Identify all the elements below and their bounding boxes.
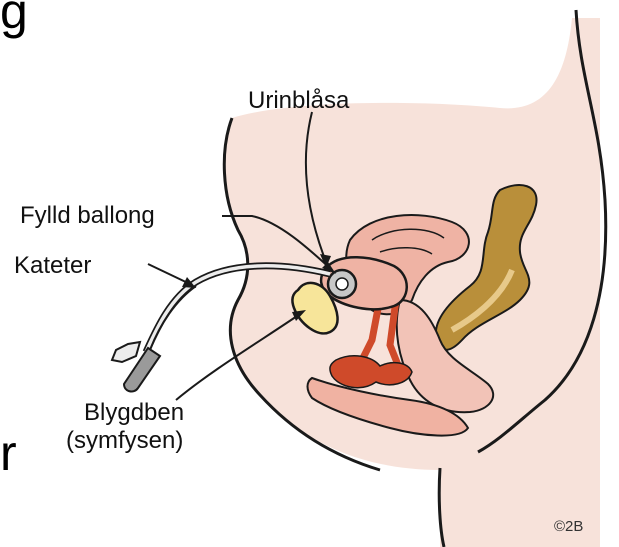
label-pubic-bone: Blygdben — [84, 400, 184, 426]
catheter-end-valve — [112, 342, 140, 362]
edge-fragment-mid: r — [0, 428, 17, 478]
label-bladder: Urinblåsa — [248, 88, 349, 114]
label-catheter: Kateter — [14, 253, 91, 279]
balloon-core — [336, 278, 348, 290]
label-pubic-bone-sub: (symfysen) — [66, 428, 183, 454]
label-filled-balloon: Fylld ballong — [20, 203, 155, 229]
leader-catheter — [148, 264, 190, 284]
catheter-branch — [150, 286, 196, 350]
copyright-mark: ©2B — [554, 518, 583, 535]
edge-fragment-top: g — [0, 0, 28, 36]
